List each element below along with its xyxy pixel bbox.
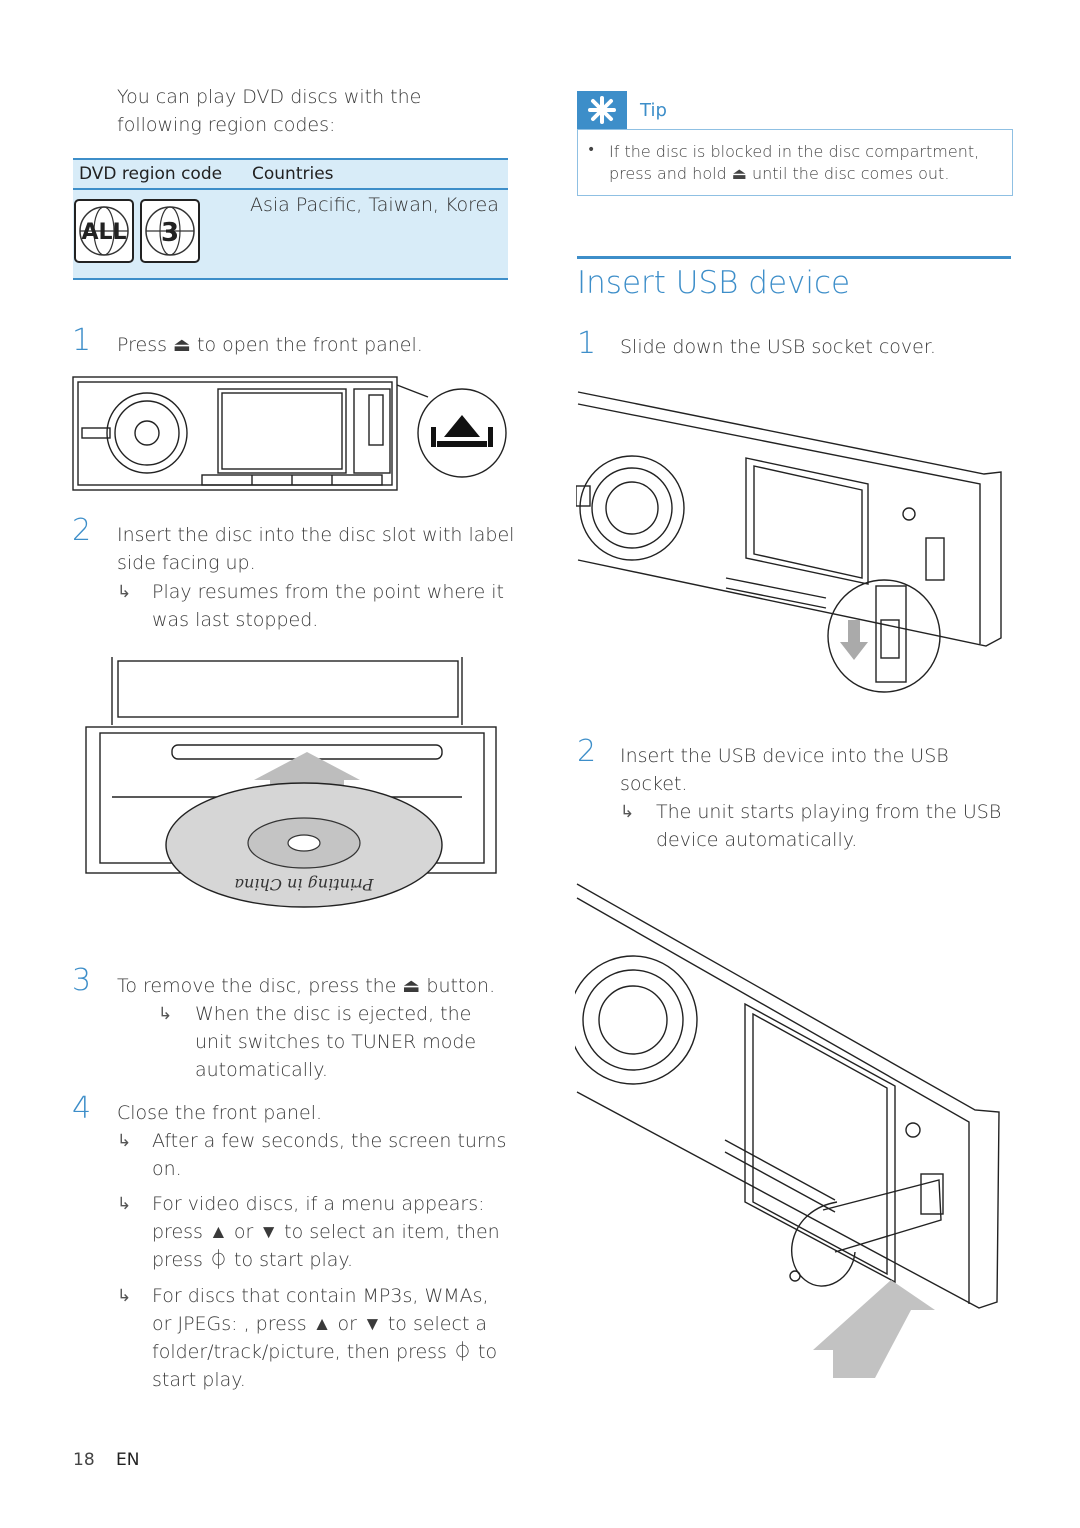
text-line: Insert the USB device into the USB [620,745,949,767]
text-line: For video discs, if a menu appears: [152,1193,485,1215]
section-title: Insert USB device [577,265,851,301]
text-line: folder/track/picture, then press ⏀ to [152,1341,498,1363]
screen-icon [744,1002,896,1284]
step-number: 2 [577,734,597,769]
step-number: 3 [72,963,92,998]
usb-step2-text: Insert the USB device into the USB socke… [620,742,949,798]
eject-icon [444,415,480,437]
result-arrow-icon: ↳ [117,1131,132,1151]
step-number: 1 [72,323,92,358]
text-line: start play. [152,1369,246,1391]
text-line: side facing up. [117,552,256,574]
tip-box: • If the disc is blocked in the disc com… [577,129,1013,196]
table-header: DVD region code Countries [73,160,508,190]
countries-value: Asia Pacific, Taiwan, Korea [250,194,499,216]
usb-port-icon [925,537,945,581]
step4-result-b: For video discs, if a menu appears: pres… [152,1190,500,1274]
step-number: 2 [72,513,92,548]
page-number: 18 [73,1450,95,1470]
control-knob-icon [106,392,188,474]
text-line: press ⏀ to start play. [152,1249,353,1271]
result-arrow-icon: ↳ [158,1004,173,1024]
region-table: DVD region code Countries ALL 3 Asia Pac… [73,158,508,280]
bullet-icon: • [587,142,596,158]
asterisk-icon [588,96,616,124]
intro-line: following region codes: [117,114,336,136]
usb-insert-illustration [575,883,1000,1378]
eject-zoom-circle [417,388,507,478]
text-line: When the disc is ejected, the [195,1003,472,1025]
intro-line: You can play DVD discs with the [117,86,422,108]
badge-3-text: 3 [161,218,179,248]
text-line: If the disc is blocked in the disc compa… [609,142,980,161]
text-line: device automatically. [656,829,858,851]
usb-zoom-circle [827,579,941,693]
step4-text: Close the front panel. [117,1102,323,1124]
step2-result: Play resumes from the point where it was… [152,578,504,634]
text-line: was last stopped. [152,609,319,631]
usb-port-icon [368,394,384,446]
step3-result: When the disc is ejected, the unit switc… [195,1000,476,1084]
result-arrow-icon: ↳ [117,582,132,602]
text-line: Play resumes from the point where it [152,581,504,603]
front-panel-illustration [72,376,507,491]
result-arrow-icon: ↳ [117,1194,132,1214]
section-rule [577,256,1011,259]
text-line: socket. [620,773,688,795]
control-knob-icon [575,955,698,1085]
column-header-region: DVD region code [79,164,223,184]
usb-cover-illustration [576,391,1002,693]
text-line: For discs that contain MP3s, WMAs, [152,1285,489,1307]
screen-icon [217,388,347,474]
usb-port-icon [920,1173,944,1215]
column-header-countries: Countries [252,164,334,184]
badge-all-text: ALL [81,220,126,245]
tip-icon [577,91,627,129]
text-line: press and hold ⏏ until the disc comes ou… [609,164,950,183]
usb-step1-text: Slide down the USB socket cover. [620,336,936,358]
region-badges: ALL 3 [74,199,200,263]
result-arrow-icon: ↳ [620,802,635,822]
text-line: After a few seconds, the screen turns [152,1130,507,1152]
step-number: 1 [577,326,597,361]
usb-step2-result: The unit starts playing from the USB dev… [656,798,1001,854]
text-line: automatically. [195,1059,328,1081]
control-knob-icon [579,455,685,561]
text-line: The unit starts playing from the USB [656,801,1002,823]
text-line: press ▲ or ▼ to select an item, then [152,1221,500,1243]
intro-text: You can play DVD discs with the followin… [117,83,421,139]
result-arrow-icon: ↳ [117,1286,132,1306]
step2-text: Insert the disc into the disc slot with … [117,521,514,577]
usb-stick-icon [822,1179,942,1253]
tip-text: If the disc is blocked in the disc compa… [609,141,979,185]
step1-text: Press ⏏ to open the front panel. [117,334,423,356]
text-line: Insert the disc into the disc slot with … [117,524,515,546]
step3-text: To remove the disc, press the ⏏ button. [117,975,496,997]
step4-result-c: For discs that contain MP3s, WMAs, or JP… [152,1282,497,1394]
step4-result-a: After a few seconds, the screen turns on… [152,1127,506,1183]
insert-arrow-icon [813,1280,935,1378]
language-code: EN [116,1450,140,1470]
tip-title: Tip [640,100,667,121]
slide-down-arrow-icon [840,620,868,660]
text-line: unit switches to TUNER mode [195,1031,477,1053]
disc-label: Printing in China [234,875,374,894]
step-number: 4 [72,1091,92,1126]
text-line: or JPEGs: , press ▲ or ▼ to select a [152,1313,488,1335]
screen-icon [745,457,869,585]
disc-insert-illustration: Printing in China [85,657,497,908]
text-line: on. [152,1158,182,1180]
